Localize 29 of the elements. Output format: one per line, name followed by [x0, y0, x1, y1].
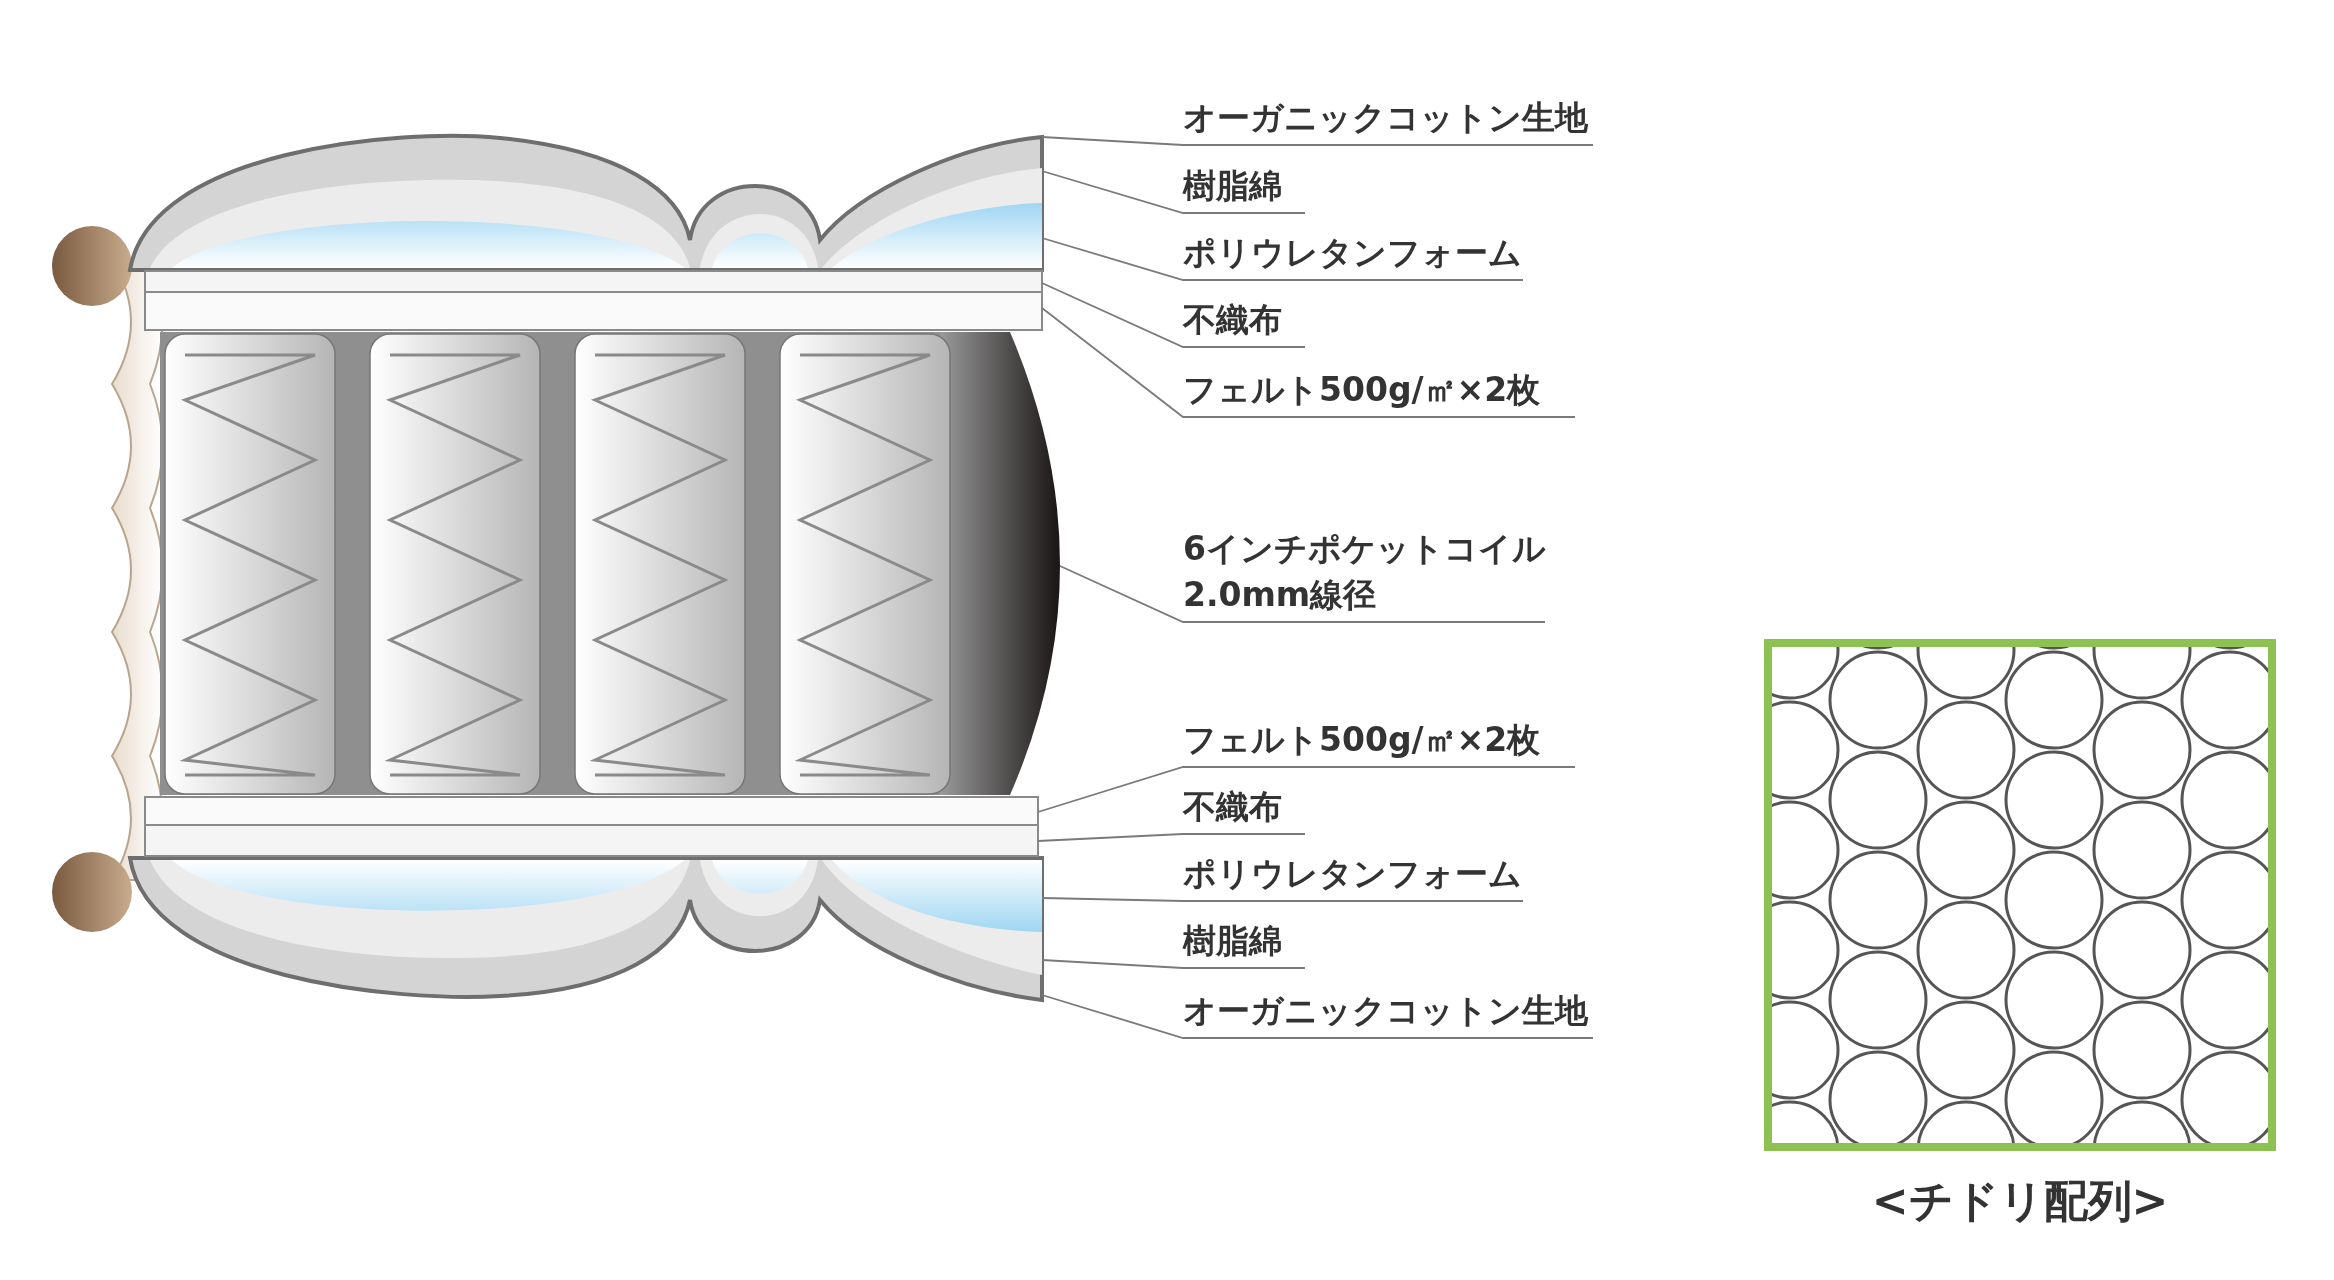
leader-line: [1041, 959, 1306, 969]
pocket-coil-drawing: [160, 332, 1060, 795]
leader-line: [1041, 994, 1594, 1039]
layer-label: ポリウレタンフォーム: [1183, 853, 1522, 895]
leader-line: [1037, 833, 1306, 842]
leader-line: [1041, 307, 1576, 418]
fabric-layer: [144, 270, 1043, 293]
layer-label: 2.0mm線径: [1183, 574, 1377, 616]
layer-label: 樹脂綿: [1183, 920, 1282, 962]
leader-line: [1041, 282, 1306, 348]
leader-line: [1059, 565, 1546, 623]
caption: <チドリ配列>: [1871, 1174, 2169, 1228]
leader-line: [1041, 170, 1306, 214]
layer-label: ポリウレタンフォーム: [1183, 232, 1522, 274]
layer-label: 6インチポケットコイル: [1183, 528, 1546, 570]
leader-line: [1041, 237, 1524, 281]
layer-label: フェルト500g/㎡×2枚: [1183, 369, 1541, 411]
layer-label: 樹脂綿: [1183, 165, 1282, 207]
layer-label: オーガニックコットン生地: [1183, 97, 1588, 139]
layer-label: 不織布: [1183, 299, 1282, 341]
layer-label: オーガニックコットン生地: [1183, 990, 1588, 1032]
leader-line: [1041, 136, 1594, 146]
leader-line: [1041, 897, 1524, 902]
felt-layer: [144, 796, 1039, 826]
leader-line: [1037, 766, 1576, 813]
fabric-layer: [144, 824, 1039, 857]
layer-label: フェルト500g/㎡×2枚: [1183, 719, 1541, 761]
layer-label: 不織布: [1183, 786, 1282, 828]
felt-layer: [144, 291, 1043, 331]
